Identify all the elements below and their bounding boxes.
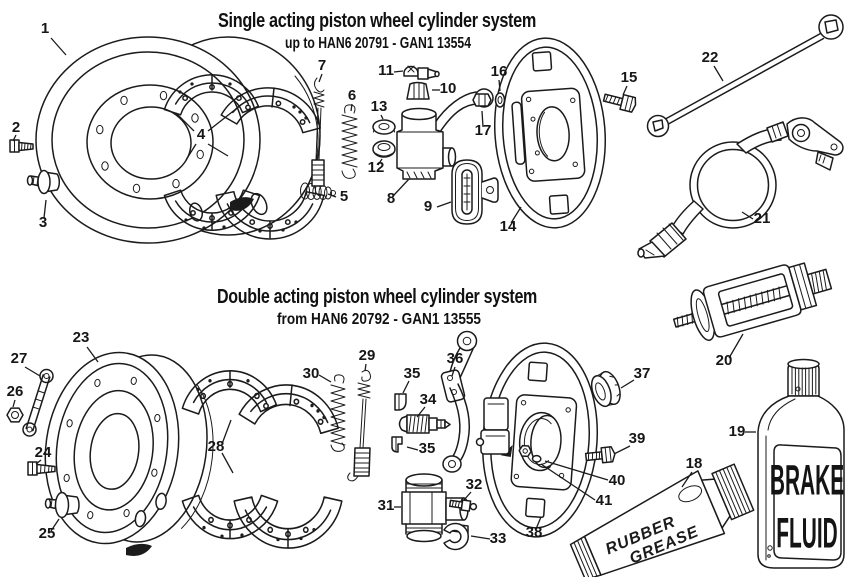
- part-16-spring-washer: [494, 92, 506, 108]
- part-label-5: 5: [340, 188, 348, 205]
- part-22-brake-pipe: [646, 14, 844, 138]
- part-35-wedge-lower: [391, 436, 403, 453]
- top-section-title: Single acting piston wheel cylinder syst…: [218, 10, 536, 32]
- part-label-31: 31: [378, 497, 395, 514]
- part-label-41: 41: [596, 492, 613, 509]
- part-1-brake-drum: [35, 36, 321, 244]
- part-label-36: 36: [447, 350, 464, 367]
- part-12-seal-cup: [372, 140, 396, 158]
- part-label-27: 27: [11, 350, 28, 367]
- part-13-washer: [372, 119, 396, 135]
- part-label-28: 28: [208, 438, 225, 455]
- part-label-35-upper: 35: [404, 365, 421, 382]
- part-3-adjuster-pin: [26, 169, 61, 195]
- fluid-bottle-text-line1: BRAKE: [770, 458, 844, 505]
- part-label-26: 26: [7, 383, 24, 400]
- top-section-subtitle: up to HAN6 20791 - GAN1 13554: [285, 35, 471, 52]
- bottom-section-title: Double acting piston wheel cylinder syst…: [217, 286, 537, 308]
- part-19-brake-fluid-bottle: BRAKE FLUID: [757, 358, 845, 569]
- part-label-38: 38: [526, 524, 543, 541]
- part-9-piston-lever-assembly: [451, 159, 499, 225]
- part-label-6: 6: [348, 87, 356, 104]
- part-label-7: 7: [318, 57, 326, 74]
- part-label-24: 24: [35, 444, 52, 461]
- part-label-29: 29: [359, 347, 376, 364]
- part-25-adjuster-pin: [44, 491, 80, 519]
- part-label-20: 20: [716, 352, 733, 369]
- part-34-adjuster-tappet: [398, 414, 451, 434]
- part-label-8: 8: [387, 190, 395, 207]
- part-label-30: 30: [303, 365, 320, 382]
- part-39-bolt: [584, 446, 616, 464]
- part-number-labels: 1 2 3 4 5 6 7 8 9 10 11 12 13 14 15 16 1…: [7, 20, 771, 547]
- part-6-return-spring: [341, 104, 358, 179]
- part-label-1: 1: [41, 20, 49, 37]
- part-27-link: [22, 368, 54, 437]
- part-label-22: 22: [702, 49, 719, 66]
- part-14-backplate: [493, 37, 607, 229]
- part-label-39: 39: [629, 430, 646, 447]
- part-label-23: 23: [73, 329, 90, 346]
- part-label-12: 12: [368, 159, 385, 176]
- part-24-screw: [27, 461, 56, 476]
- part-label-34: 34: [420, 391, 437, 408]
- part-label-37: 37: [634, 365, 651, 382]
- part-label-17: 17: [475, 122, 492, 139]
- fluid-bottle-text-line2: FLUID: [776, 511, 837, 558]
- part-32-bleed-screw: [448, 499, 478, 512]
- part-18-rubber-grease-tube: RUBBER GREASE: [569, 463, 755, 577]
- part-37-grommet: [590, 370, 621, 408]
- part-label-16: 16: [491, 63, 508, 80]
- part-38-backplate: [475, 342, 599, 538]
- part-26-nut: [6, 407, 24, 423]
- part-35-wedge-upper: [394, 393, 407, 411]
- part-label-14: 14: [500, 218, 517, 235]
- part-label-11: 11: [378, 62, 394, 79]
- part-label-2: 2: [12, 119, 20, 136]
- leader-lines: [12, 37, 756, 540]
- part-label-32: 32: [466, 476, 483, 493]
- part-11-bleed-valve: [403, 65, 440, 80]
- part-36-handbrake-lever: [440, 330, 478, 473]
- part-label-4: 4: [197, 126, 206, 143]
- part-label-13: 13: [371, 98, 388, 115]
- part-30-return-spring: [330, 374, 346, 452]
- part-23-brake-drum: [44, 351, 214, 556]
- part-label-3: 3: [39, 214, 47, 231]
- part-label-40: 40: [609, 472, 626, 489]
- part-label-19: 19: [729, 423, 746, 440]
- part-label-21: 21: [754, 210, 771, 227]
- part-label-10: 10: [440, 80, 457, 97]
- part-28-brake-shoes: [181, 370, 343, 549]
- bottom-section-subtitle: from HAN6 20792 - GAN1 13555: [277, 311, 481, 328]
- part-label-9: 9: [424, 198, 432, 215]
- part-label-18: 18: [686, 455, 703, 472]
- part-2-screw: [9, 139, 34, 153]
- part-label-25: 25: [39, 525, 56, 542]
- part-15-bolt: [602, 93, 637, 113]
- part-29-pull-off-spring: [347, 369, 371, 482]
- part-label-35-lower: 35: [419, 440, 436, 457]
- part-10-boot: [406, 81, 430, 100]
- part-17-nut: [472, 93, 492, 107]
- part-7-pull-off-spring: [311, 77, 325, 197]
- part-20-tool: [672, 262, 833, 342]
- part-label-15: 15: [621, 69, 638, 86]
- part-label-33: 33: [490, 530, 507, 547]
- part-33-retaining-clip: [443, 522, 469, 551]
- part-21-flexible-hose: [637, 117, 844, 259]
